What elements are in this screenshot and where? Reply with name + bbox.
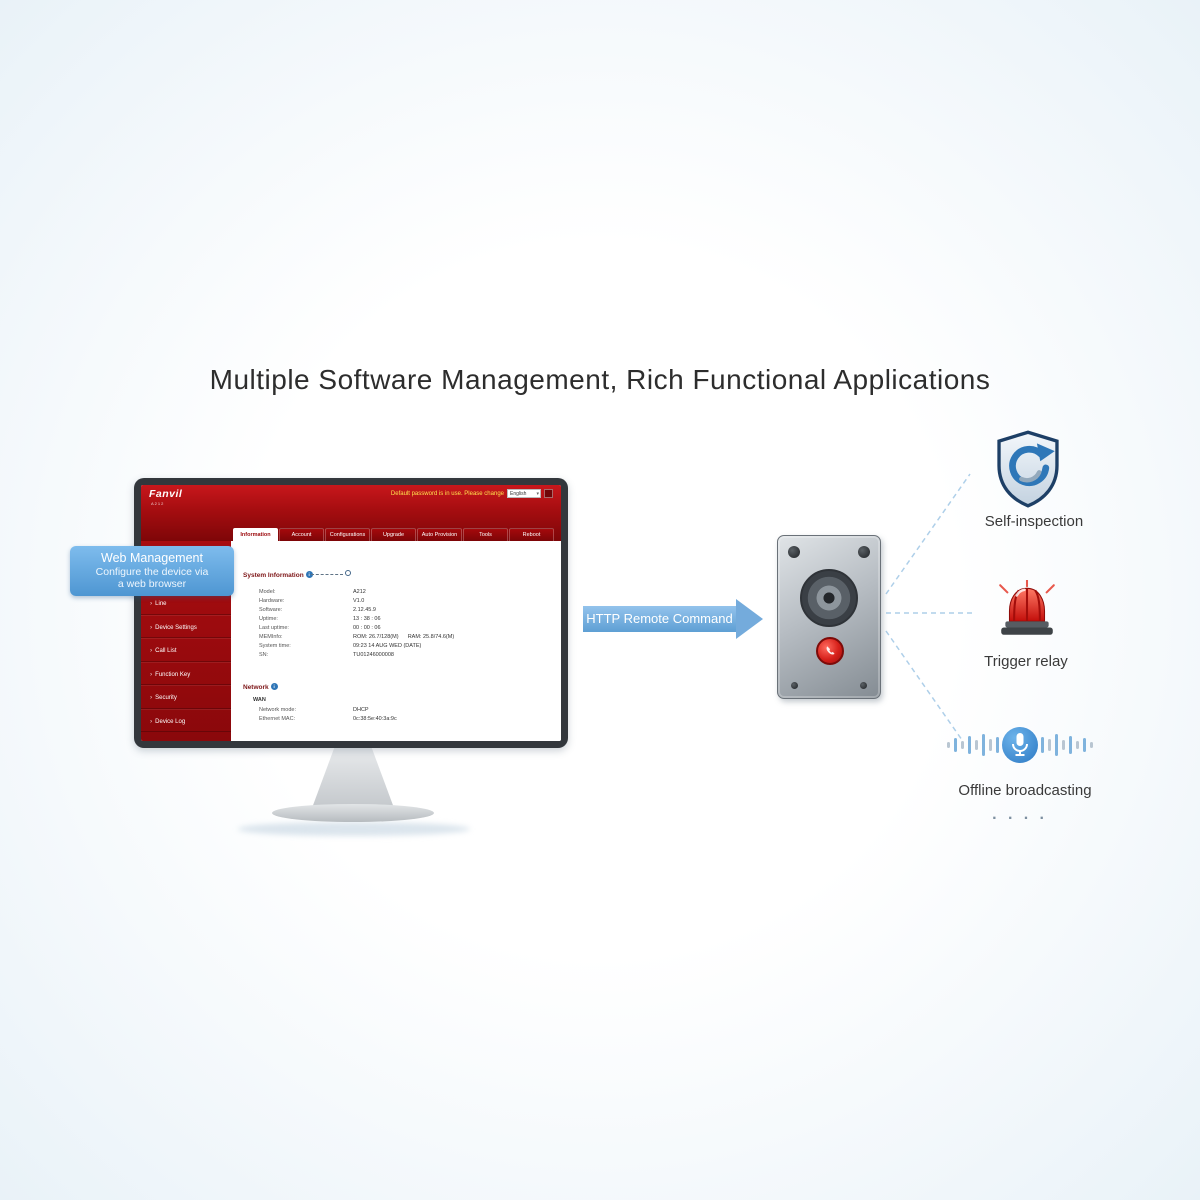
table-row: System time: 09:23 14 AUG WED (DATE) (231, 643, 561, 652)
tab-tools[interactable]: Tools (463, 528, 508, 541)
info-label: Last uptime: (259, 625, 289, 631)
info-label: Model: (259, 589, 276, 595)
info-label: Network mode: (259, 707, 296, 713)
language-select[interactable]: English (507, 489, 541, 498)
info-value: ROM: 26.7/128(M) RAM: 25.8/74.6(M) (353, 634, 455, 640)
sidebar-item-device-settings[interactable]: Device Settings (141, 614, 231, 638)
monitor-base (272, 804, 434, 822)
sidebar-item-label: Security (155, 695, 177, 701)
fanvil-logo: Fanvil (149, 488, 183, 500)
info-label: Ethernet MAC: (259, 716, 296, 722)
sidebar-item-security[interactable]: Security (141, 685, 231, 709)
sidebar-item-label: Line (155, 601, 167, 607)
admin-header: Fanvil A212 Default password is in use. … (141, 485, 561, 541)
microphone-broadcast-icon (947, 727, 1093, 763)
table-row: Software: 2.12.45.9 (231, 607, 561, 616)
sidebar-item-label: Call List (155, 648, 177, 654)
table-row: MEMInfo: ROM: 26.7/128(M) RAM: 25.8/74.6(… (231, 634, 561, 643)
callout-connector-dot (345, 570, 351, 576)
info-value: 09:23 14 AUG WED (DATE) (353, 643, 422, 649)
screw-icon (791, 682, 798, 689)
sidebar-item-function-key[interactable]: Function Key (141, 661, 231, 685)
callout-line2: a web browser (117, 578, 187, 590)
page-title: Multiple Software Management, Rich Funct… (209, 364, 991, 395)
phone-icon (826, 645, 835, 655)
feature-label-trigger-relay: Trigger relay (984, 653, 1068, 670)
table-row: Ethernet MAC: 0c:38:5e:40:3a:9c (231, 716, 561, 725)
feature-label-offline-broadcasting: Offline broadcasting (958, 782, 1092, 799)
callout-connector-line (311, 574, 343, 575)
tab-information[interactable]: Information (233, 528, 278, 541)
info-value: DHCP (353, 707, 369, 713)
tab-auto-provision[interactable]: Auto Provision (417, 528, 462, 541)
admin-body: Line Device Settings Call List Function … (141, 541, 561, 741)
table-row: Last uptime: 00 : 00 : 06 (231, 625, 561, 634)
feature-label-self-inspection: Self-inspection (984, 513, 1084, 530)
info-value: 00 : 00 : 06 (353, 625, 381, 631)
shield-icon (997, 430, 1059, 508)
tab-bar: Information Account Configurations Upgra… (233, 528, 555, 541)
screw-icon (788, 546, 800, 558)
chevron-right-icon (150, 648, 155, 654)
web-management-callout: Web Management Configure the device via … (70, 546, 234, 596)
monitor-screen: Fanvil A212 Default password is in use. … (141, 485, 561, 741)
info-label: MEMInfo: (259, 634, 283, 640)
info-value: 13 : 38 : 06 (353, 616, 381, 622)
arrow-label: HTTP Remote Command (583, 606, 736, 632)
info-icon (270, 683, 278, 690)
info-value: V1.0 (353, 598, 365, 604)
topbar-mini-button[interactable] (544, 489, 553, 498)
chevron-right-icon (150, 695, 155, 701)
tab-reboot[interactable]: Reboot (509, 528, 554, 541)
section-title: System Information (243, 572, 304, 579)
info-label: Software: (259, 607, 283, 613)
table-row: Network mode: DHCP (231, 707, 561, 716)
network-heading: Network (243, 683, 278, 691)
chevron-right-icon (150, 601, 155, 607)
alarm-beacon-icon (999, 580, 1055, 635)
arrow-head-icon (736, 599, 763, 639)
table-row: Hardware: V1.0 (231, 598, 561, 607)
monitor: Fanvil A212 Default password is in use. … (134, 478, 568, 748)
info-label: Hardware: (259, 598, 285, 604)
logo-subtext: A212 (151, 501, 165, 506)
section-title: Network (243, 684, 269, 691)
monitor-stand (312, 746, 394, 808)
tab-configurations[interactable]: Configurations (325, 528, 370, 541)
table-row: Model: A212 (231, 589, 561, 598)
system-info-heading: System Information (243, 571, 313, 579)
sidebar-item-label: Function Key (155, 671, 191, 678)
password-warning: Default password is in use. Please chang… (390, 490, 504, 497)
speaker-icon (800, 569, 858, 627)
info-label: SN: (259, 652, 269, 658)
sidebar-item-device-log[interactable]: Device Log (141, 708, 231, 732)
tab-account[interactable]: Account (279, 528, 324, 541)
main-content: System Information Model: A212 Hardware: V… (231, 541, 561, 741)
sidebar-item-label: Device Log (155, 718, 186, 725)
sidebar-item-label: Device Settings (155, 624, 197, 631)
callout-line1: Configure the device via (95, 566, 209, 578)
call-button (816, 637, 844, 665)
wan-group-label: WAN (253, 697, 266, 703)
sidebar-item-call-list[interactable]: Call List (141, 638, 231, 662)
info-value: A212 (353, 589, 366, 595)
table-row: Uptime: 13 : 38 : 06 (231, 616, 561, 625)
info-label: System time: (259, 643, 291, 649)
monitor-shadow (238, 822, 470, 836)
tab-upgrade[interactable]: Upgrade (371, 528, 416, 541)
more-features-ellipsis: · · · · (992, 810, 1048, 827)
callout-title: Web Management (101, 551, 203, 565)
door-phone-device (777, 535, 881, 699)
screw-icon (858, 546, 870, 558)
chevron-right-icon (150, 625, 155, 631)
chevron-right-icon (150, 672, 155, 678)
table-row: SN: TU01246000008 (231, 652, 561, 661)
info-value: 0c:38:5e:40:3a:9c (353, 716, 397, 722)
screw-icon (860, 682, 867, 689)
chevron-right-icon (150, 719, 155, 725)
info-label: Uptime: (259, 616, 278, 622)
info-icon (305, 571, 313, 578)
info-value: 2.12.45.9 (353, 607, 376, 613)
info-value: TU01246000008 (353, 652, 394, 658)
